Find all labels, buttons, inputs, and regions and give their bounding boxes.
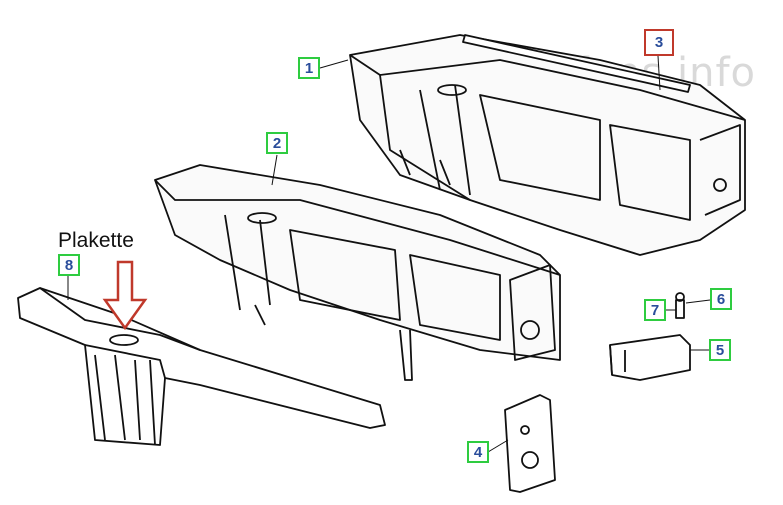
red-arrow-icon: [102, 260, 148, 331]
callout-3: 3: [644, 29, 674, 56]
callout-1: 1: [298, 57, 320, 79]
part-4-drawing: [504, 394, 556, 493]
part-1-drawing: [349, 34, 746, 256]
part-2-drawing: [154, 164, 561, 381]
plakette-label: Plakette: [58, 229, 134, 252]
part-5-drawing: [609, 334, 691, 381]
leader-lines: [67, 55, 711, 453]
callout-2: 2: [266, 132, 288, 154]
part-8-drawing: [17, 287, 386, 446]
part-3-drawing: [462, 34, 691, 93]
part-6-7-drawing: [675, 292, 685, 319]
callout-5: 5: [709, 339, 731, 361]
callout-7: 7: [644, 299, 666, 321]
callout-8: 8: [58, 254, 80, 276]
callout-4: 4: [467, 441, 489, 463]
callout-6: 6: [710, 288, 732, 310]
